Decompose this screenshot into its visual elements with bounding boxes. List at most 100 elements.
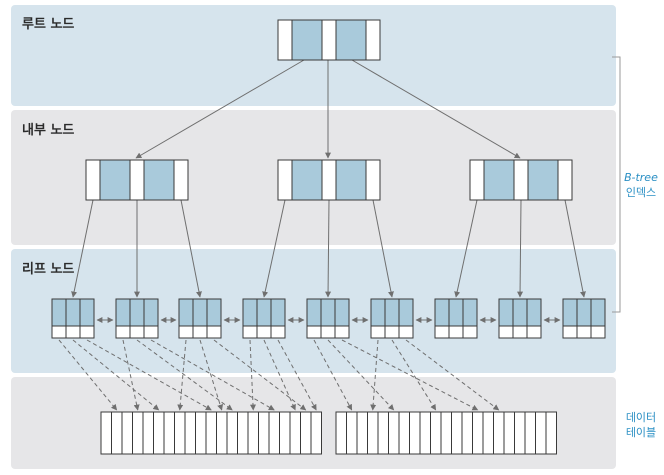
table-row <box>440 411 452 455</box>
internal-node-3-pointer <box>557 159 573 201</box>
leaf-key <box>320 298 336 327</box>
table-row <box>346 411 358 455</box>
table-row <box>430 411 442 455</box>
table-row <box>409 411 421 455</box>
root-node-pointer <box>321 19 337 61</box>
internal-node-3-pointer <box>513 159 529 201</box>
leaf-key <box>576 298 592 327</box>
leaf-row-pointer <box>178 325 194 339</box>
leaf-to-row-arrow-5 <box>136 339 233 411</box>
table-row <box>268 411 280 455</box>
leaf-row-pointer <box>115 325 131 339</box>
internal-node-1 <box>85 159 189 201</box>
leaf-to-row-arrow-18 <box>405 339 500 411</box>
leaf-to-row-arrow-13 <box>313 339 353 411</box>
table-row <box>545 411 557 455</box>
internal-node-2 <box>277 159 381 201</box>
table-row <box>388 411 400 455</box>
leaf-key <box>51 298 67 327</box>
leaf-node-7 <box>434 298 478 339</box>
leaf-node-4 <box>242 298 286 339</box>
leaf-row-pointer <box>526 325 542 339</box>
btree-index-label-line2: 인덱스 <box>625 186 657 199</box>
leaf-row-pointer <box>590 325 606 339</box>
table-row <box>367 411 379 455</box>
leaf-row-pointer <box>562 325 578 339</box>
table-row <box>493 411 505 455</box>
leaf-key <box>334 298 350 327</box>
data-table-label: 데이터 테이블 <box>618 410 664 440</box>
leaf-to-row-arrow-1 <box>58 339 118 411</box>
internal-node-2-pointer <box>321 159 337 201</box>
root-node-label: 루트 노드 <box>22 17 75 32</box>
table-row <box>461 411 473 455</box>
leaf-row-pointer <box>576 325 592 339</box>
internal-node-1-key <box>143 159 175 201</box>
leaf-key <box>306 298 322 327</box>
internal-node-2-pointer <box>277 159 293 201</box>
table-row <box>300 411 312 455</box>
leaf-to-row-arrow-11 <box>263 339 296 411</box>
leaf-key <box>206 298 222 327</box>
table-row <box>419 411 431 455</box>
table-row <box>111 411 123 455</box>
leaf-row-pointer <box>143 325 159 339</box>
table-row <box>226 411 238 455</box>
leaf-row-pointer <box>384 325 400 339</box>
leaf-row-pointer <box>242 325 258 339</box>
table-row <box>174 411 186 455</box>
table-row <box>398 411 410 455</box>
internal-to-leaf-arrow-9 <box>564 199 586 298</box>
edges-layer <box>58 59 586 411</box>
table-row <box>472 411 484 455</box>
leaf-node-2 <box>115 298 159 339</box>
table-row <box>205 411 217 455</box>
leaf-key <box>526 298 542 327</box>
data-table-label-line2: 테이블 <box>625 426 657 439</box>
btree-index-label-line1: B-tree <box>624 171 658 184</box>
internal-node-3 <box>469 159 573 201</box>
leaf-key <box>129 298 145 327</box>
leaf-row-pointer <box>398 325 414 339</box>
table-row <box>258 411 270 455</box>
internal-node-1-pointer <box>85 159 101 201</box>
root-node-pointer <box>365 19 381 61</box>
leaf-key <box>562 298 578 327</box>
leaf-key <box>590 298 606 327</box>
table-row <box>514 411 526 455</box>
leaf-to-row-arrow-12 <box>277 339 317 411</box>
internal-node-1-pointer <box>173 159 189 201</box>
leaf-row-pointer <box>306 325 322 339</box>
nodes-layer <box>51 19 606 455</box>
data-table-2 <box>335 411 557 455</box>
root-node-pointer <box>277 19 293 61</box>
leaf-key <box>498 298 514 327</box>
leaf-to-row-arrow-16 <box>370 339 379 411</box>
leaf-node-5 <box>306 298 350 339</box>
leaf-row-pointer <box>79 325 95 339</box>
leaf-row-pointer <box>51 325 67 339</box>
data-table-label-line1: 데이터 <box>625 411 657 424</box>
leaf-to-row-arrow-8 <box>199 339 224 411</box>
leaf-row-pointer <box>256 325 272 339</box>
leaf-key <box>115 298 131 327</box>
table-row <box>247 411 259 455</box>
internal-node-3-key <box>527 159 559 201</box>
internal-node-3-pointer <box>469 159 485 201</box>
internal-to-leaf-arrow-6 <box>372 199 394 298</box>
internal-to-leaf-arrow-4 <box>262 199 286 298</box>
table-row <box>163 411 175 455</box>
leaf-node-9 <box>562 298 606 339</box>
internal-node-2-key <box>291 159 323 201</box>
table-row <box>142 411 154 455</box>
leaf-key <box>270 298 286 327</box>
internal-to-leaf-arrow-5 <box>325 199 332 298</box>
leaf-key <box>242 298 258 327</box>
leaf-row-pointer <box>320 325 336 339</box>
leaf-row-pointer <box>129 325 145 339</box>
root-to-internal-arrow-1 <box>135 59 305 159</box>
table-row <box>100 411 112 455</box>
index-bracket <box>612 56 621 313</box>
table-row <box>195 411 207 455</box>
